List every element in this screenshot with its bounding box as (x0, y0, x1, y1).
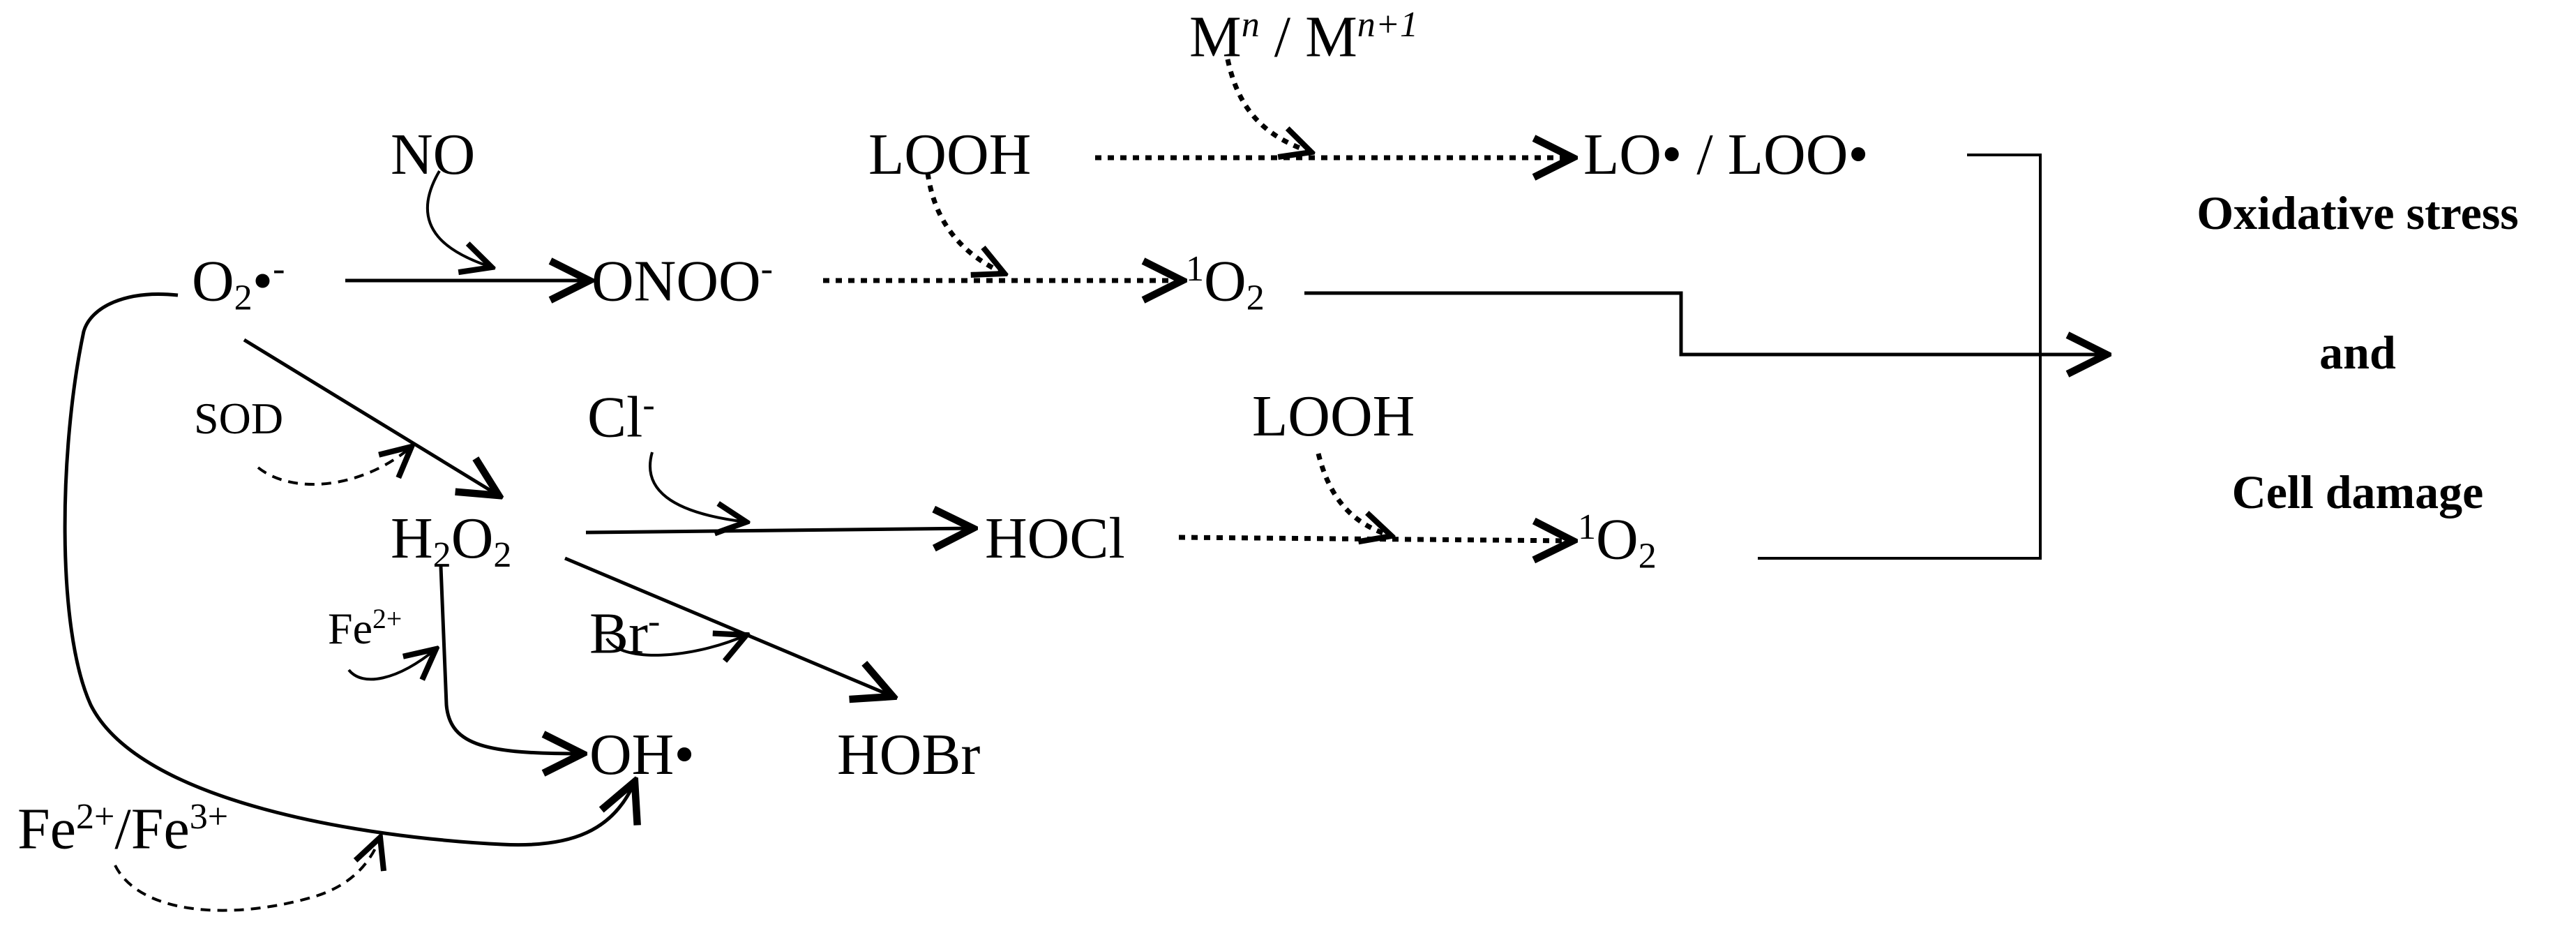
arrow-looh-mid-input (1316, 453, 1392, 536)
arrow-hydrogen-peroxide-to-hypochlorous-acid (585, 528, 973, 532)
arrow-looh-top-input (925, 172, 1004, 274)
label-bromide: Br- (589, 601, 661, 666)
arrow-nitric-oxide-input (425, 170, 492, 267)
label-sod: SOD (194, 394, 284, 443)
connector-lipid-radicals (1967, 154, 2042, 350)
arrow-chloride-input (648, 452, 746, 522)
label-singlet-oxygen-mid: 1O2 (1578, 507, 1657, 576)
label-hydroxyl: OH• (589, 722, 695, 787)
label-metal-pair: Mn / Mn+1 (1189, 4, 1419, 70)
arrow-iron-pair-input (114, 837, 380, 912)
outcome-line-2: and (2319, 326, 2396, 379)
label-superoxide: O2•- (192, 248, 285, 318)
label-singlet-oxygen-top: 1O2 (1186, 248, 1265, 318)
label-iron-pair: Fe2+/Fe3+ (17, 796, 229, 862)
label-looh-mid: LOOH (1252, 384, 1415, 449)
arrow-metal-input (1225, 59, 1311, 152)
label-looh-top: LOOH (868, 122, 1032, 187)
arrow-superoxide-to-hydroxyl (63, 292, 635, 847)
arrow-hydrogen-peroxide-to-hydroxyl (439, 566, 582, 754)
label-hypobromous-acid: HOBr (837, 722, 981, 787)
label-lipid-radicals: LO• / LOO• (1583, 122, 1869, 187)
label-chloride: Cl- (587, 385, 655, 450)
label-nitric-oxide: NO (391, 122, 476, 187)
label-hypochlorous-acid: HOCl (985, 506, 1125, 571)
arrow-sod-input (257, 447, 412, 486)
label-peroxynitrite: ONOO- (592, 248, 773, 314)
outcome-line-3: Cell damage (2231, 465, 2484, 519)
label-hydrogen-peroxide: H2O2 (391, 506, 512, 576)
label-ferrous: Fe2+ (328, 603, 402, 653)
outcome-block: Oxidative stress and Cell damage (2148, 185, 2567, 604)
connector-singlet-oxygen-mid (1758, 350, 2042, 560)
arrow-hydrogen-peroxide-to-hypobromous-acid (564, 556, 893, 696)
arrow-hypochlorous-acid-to-singlet-oxygen (1178, 537, 1573, 541)
arrow-bromide-input (605, 635, 746, 655)
arrow-ferrous-input (347, 649, 436, 679)
arrow-superoxide-to-hydrogen-peroxide (243, 338, 499, 495)
outcome-line-1: Oxidative stress (2197, 186, 2519, 239)
arrow-to-outcome (1304, 291, 2107, 355)
